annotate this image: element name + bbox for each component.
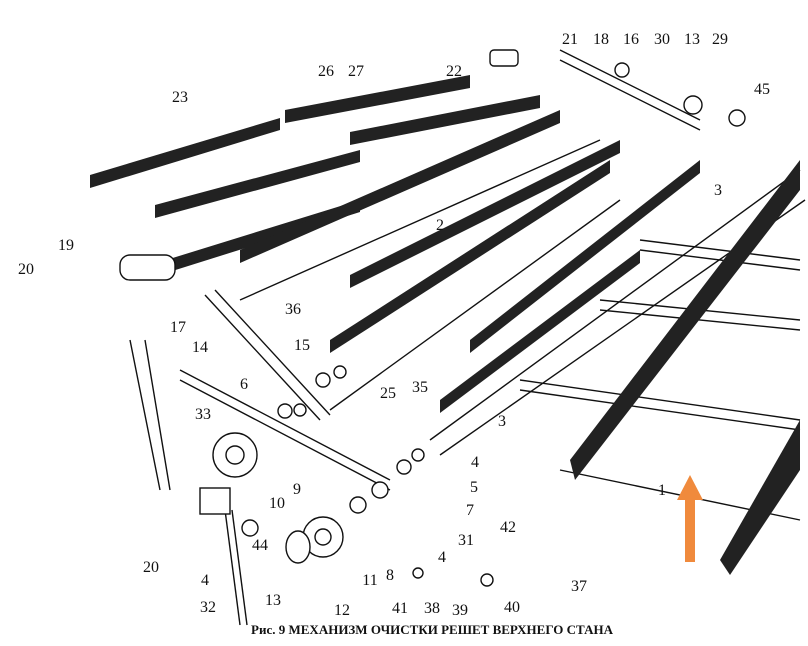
label-3: 3: [714, 182, 722, 199]
label-4: 4: [201, 572, 209, 589]
label-14: 14: [192, 339, 208, 356]
label-20: 20: [18, 261, 34, 278]
label-5: 5: [470, 479, 478, 496]
figure-caption: Рис. 9 МЕХАНИЗМ ОЧИСТКИ РЕШЕТ ВЕРХНЕГО С…: [251, 622, 613, 637]
parts: [119, 49, 746, 587]
label-25: 25: [380, 385, 396, 402]
label-22: 22: [446, 63, 462, 80]
label-31: 31: [458, 532, 474, 549]
label-35: 35: [412, 379, 428, 396]
label-12: 12: [334, 602, 350, 619]
label-37: 37: [571, 578, 587, 595]
label-23: 23: [172, 89, 188, 106]
label-40: 40: [504, 599, 520, 616]
label-13: 13: [265, 592, 281, 609]
label-4: 4: [471, 454, 479, 471]
label-1: 1: [658, 482, 666, 499]
label-9: 9: [293, 481, 301, 498]
label-44: 44: [252, 537, 268, 554]
label-8: 8: [386, 567, 394, 584]
label-32: 32: [200, 599, 216, 616]
label-6: 6: [240, 376, 248, 393]
label-33: 33: [195, 406, 211, 423]
frame-rails: [129, 49, 806, 626]
label-41: 41: [392, 600, 408, 617]
label-2: 2: [436, 217, 444, 234]
label-29: 29: [712, 31, 728, 48]
label-26: 26: [318, 63, 334, 80]
label-11: 11: [362, 572, 378, 589]
label-39: 39: [452, 602, 468, 619]
label-19: 19: [58, 237, 74, 254]
label-45: 45: [754, 81, 770, 98]
label-13: 13: [684, 31, 700, 48]
label-3: 3: [498, 413, 506, 430]
label-16: 16: [623, 31, 639, 48]
sieve-combs: [90, 75, 800, 575]
label-21: 21: [562, 31, 578, 48]
label-20: 20: [143, 559, 159, 576]
label-10: 10: [269, 495, 285, 512]
label-42: 42: [500, 519, 516, 536]
label-36: 36: [285, 301, 301, 318]
label-4: 4: [438, 549, 446, 566]
label-15: 15: [294, 337, 310, 354]
label-30: 30: [654, 31, 670, 48]
label-7: 7: [466, 502, 474, 519]
label-38: 38: [424, 600, 440, 617]
label-17: 17: [170, 319, 186, 336]
label-18: 18: [593, 31, 609, 48]
label-27: 27: [348, 63, 364, 80]
